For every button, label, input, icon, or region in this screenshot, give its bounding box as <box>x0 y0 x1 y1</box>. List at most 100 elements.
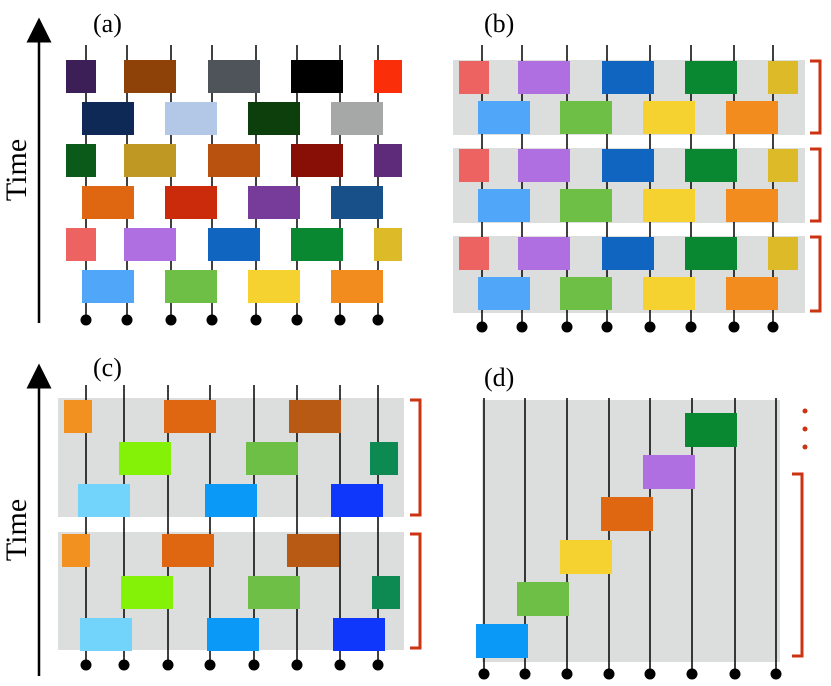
qubit-dot <box>561 668 573 680</box>
gate-block <box>459 149 489 182</box>
period-bracket <box>410 398 422 517</box>
qubit-dot <box>291 659 303 671</box>
gate-block <box>66 144 96 177</box>
gate-block <box>64 400 92 433</box>
gate-block <box>291 144 343 177</box>
qubit-dot <box>644 668 656 680</box>
gate-block <box>291 228 343 261</box>
qubit-dot <box>686 668 698 680</box>
panel-b-periodic-circuit <box>453 45 822 333</box>
gate-block <box>208 144 260 177</box>
qubit-dot <box>601 321 613 333</box>
gate-block <box>248 576 300 609</box>
gate-block <box>124 144 176 177</box>
panel-label-a: (a) <box>93 9 122 38</box>
qubit-dot <box>372 659 384 671</box>
gate-block <box>685 413 737 447</box>
gate-block <box>372 576 400 609</box>
gate-block <box>374 60 402 93</box>
gate-block <box>164 400 216 433</box>
gate-block <box>66 228 96 261</box>
gate-block <box>331 484 383 517</box>
gate-block <box>208 60 260 93</box>
gate-block <box>248 102 300 135</box>
period-bracket <box>792 472 804 658</box>
gate-block <box>685 149 737 182</box>
gate-block <box>208 228 260 261</box>
gate-block <box>165 102 217 135</box>
qubit-dot <box>121 314 133 326</box>
gate-block <box>643 189 695 222</box>
gate-block <box>374 228 402 261</box>
gate-block <box>119 442 171 475</box>
gate-block <box>66 60 96 93</box>
qubit-dot <box>728 321 740 333</box>
qubit-dot <box>206 314 218 326</box>
gate-block <box>478 277 530 310</box>
qubit-dot <box>770 668 782 680</box>
gate-block <box>289 400 341 433</box>
qubit-dot <box>729 668 741 680</box>
panel-c-periodic-circuit <box>58 385 422 671</box>
panel-label-c: (c) <box>93 353 122 382</box>
gate-block <box>62 534 90 567</box>
qubit-dot <box>80 314 92 326</box>
gate-block <box>374 144 402 177</box>
qubit-dot <box>519 668 531 680</box>
gate-block <box>726 189 778 222</box>
gate-block <box>291 60 343 93</box>
gate-block <box>602 61 654 94</box>
qubit-dot <box>603 668 615 680</box>
qubit-dot <box>516 321 528 333</box>
period-bracket <box>410 532 422 650</box>
gate-block <box>331 186 383 219</box>
qubit-dot <box>767 321 779 333</box>
gate-block <box>560 101 612 134</box>
gate-block <box>643 101 695 134</box>
gate-block <box>602 237 654 270</box>
gate-block <box>478 101 530 134</box>
gate-block <box>78 484 130 517</box>
gate-block <box>124 60 176 93</box>
qubit-dot <box>291 314 303 326</box>
qubit-dot <box>334 659 346 671</box>
gate-block <box>459 237 489 270</box>
gate-block <box>80 618 132 651</box>
gate-block <box>560 189 612 222</box>
gate-block <box>165 270 217 303</box>
gate-block <box>643 455 695 489</box>
gate-block <box>643 277 695 310</box>
gate-block <box>121 576 173 609</box>
qubit-dot <box>561 321 573 333</box>
qubit-dot <box>644 321 656 333</box>
qubit-dot <box>476 321 488 333</box>
gate-block <box>478 189 530 222</box>
qubit-dot <box>250 314 262 326</box>
period-bracket <box>810 59 822 135</box>
gate-block <box>248 186 300 219</box>
panel-a-brickwork-circuit <box>66 45 402 326</box>
gate-block <box>331 102 383 135</box>
qubit-dot <box>685 321 697 333</box>
gate-block <box>476 624 528 658</box>
gate-block <box>768 61 798 94</box>
gate-block <box>560 277 612 310</box>
gate-block <box>517 582 569 616</box>
ellipsis-dot <box>802 408 808 414</box>
gate-block <box>82 186 134 219</box>
gate-block <box>287 534 339 567</box>
gate-block <box>726 101 778 134</box>
period-bracket <box>810 235 822 313</box>
gate-block <box>82 270 134 303</box>
ellipsis-dot <box>802 444 808 450</box>
gate-block <box>726 277 778 310</box>
gate-block <box>768 149 798 182</box>
gate-block <box>165 186 217 219</box>
qubit-dot <box>478 668 490 680</box>
gate-block <box>685 61 737 94</box>
qubit-dot <box>248 659 260 671</box>
panel-d-staircase-circuit <box>476 398 808 680</box>
gate-block <box>518 237 570 270</box>
panel-label-d: (d) <box>484 363 514 392</box>
